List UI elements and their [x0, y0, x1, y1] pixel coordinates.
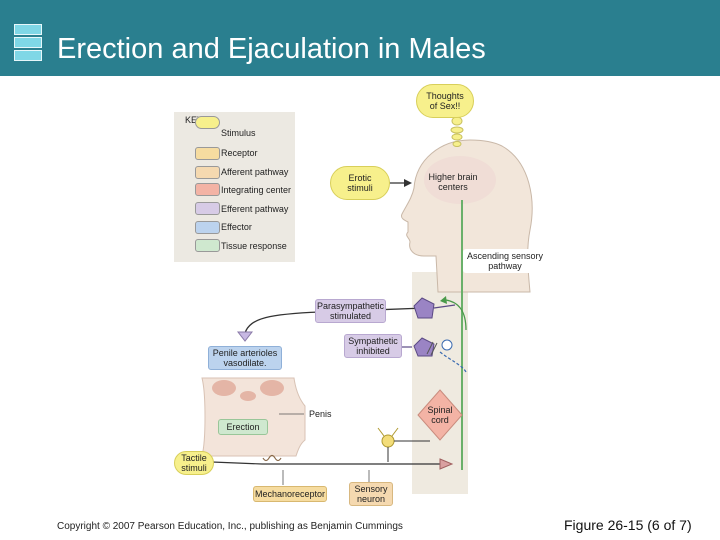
- slide-title: Erection and Ejaculation in Males: [57, 33, 486, 65]
- inhibition-sign-icon: [441, 339, 453, 351]
- key-swatch-afferent: [195, 166, 220, 179]
- key-label-efferent: Efferent pathway: [221, 204, 289, 214]
- afferent-pathway-line: [211, 461, 440, 465]
- higher-brain-centers-label: Higher brain centers: [428, 172, 478, 192]
- afferent-arrowhead-icon: [439, 458, 454, 470]
- inhibitory-pathway-line: [439, 351, 467, 373]
- key-label-effector: Effector: [221, 222, 252, 232]
- penis-tissue-icon: [201, 377, 306, 457]
- corpus-icon: [240, 391, 256, 401]
- corpus-icon: [260, 380, 284, 396]
- key-label-tissue: Tissue response: [221, 241, 287, 251]
- parasympathetic-neuron-icon: [413, 297, 435, 319]
- effector-arrowhead-icon: [236, 331, 254, 342]
- title-bar: Erection and Ejaculation in Males: [0, 0, 720, 76]
- key-label-receptor: Receptor: [221, 148, 258, 158]
- sensory-neuron-box: Sensory neuron: [349, 482, 393, 506]
- erotic-stimuli-bubble: Erotic stimuli: [330, 166, 390, 200]
- key-swatch-stimulus: [195, 116, 220, 129]
- erection-box: Erection: [218, 419, 268, 435]
- spinal-cord-label: Spinal cord: [427, 405, 453, 425]
- key-swatch-efferent: [195, 202, 220, 215]
- key-swatch-tissue: [195, 239, 220, 252]
- key-label-afferent: Afferent pathway: [221, 167, 289, 177]
- brain-icon: [424, 156, 496, 204]
- excitatory-arrow: [445, 299, 467, 331]
- copyright-text: Copyright © 2007 Pearson Education, Inc.…: [57, 521, 403, 532]
- thought-bubble-icon: [451, 133, 463, 141]
- key-swatch-effector: [195, 221, 220, 234]
- corpus-icon: [212, 380, 236, 396]
- thought-bubble-icon: [451, 116, 463, 126]
- sensory-neuron-icon: [381, 434, 395, 448]
- ascending-pathway-label: Ascending sensory pathway: [463, 249, 547, 273]
- inhibited-mark-icon: [426, 341, 434, 355]
- sympathetic-box: Sympathetic inhibited: [344, 334, 402, 358]
- slide-logo-icon: [14, 24, 42, 64]
- mechanoreceptor-icon: [262, 454, 282, 462]
- spinal-cord-center-icon: [417, 389, 463, 441]
- thoughts-bubble: Thoughts of Sex!!: [416, 84, 474, 118]
- thought-bubble-icon: [450, 126, 464, 134]
- key-swatch-integrating: [195, 183, 220, 196]
- thought-bubble-icon: [452, 141, 462, 147]
- key-label-stimulus: Stimulus: [221, 128, 256, 138]
- parasympathetic-box: Parasympathetic stimulated: [315, 299, 386, 323]
- mechanoreceptor-box: Mechanoreceptor: [253, 486, 327, 502]
- key-panel: KEY Stimulus Receptor Afferent pathway I…: [174, 112, 295, 262]
- penile-arterioles-box: Penile arterioles vasodilate.: [208, 346, 282, 370]
- figure-label: Figure 26-15 (6 of 7): [564, 517, 692, 533]
- key-title: KEY: [185, 115, 204, 125]
- key-swatch-receptor: [195, 147, 220, 160]
- penis-label: Penis: [309, 409, 332, 419]
- key-label-integrating: Integrating center: [221, 185, 292, 195]
- tactile-stimuli-bubble: Tactile stimuli: [174, 451, 214, 475]
